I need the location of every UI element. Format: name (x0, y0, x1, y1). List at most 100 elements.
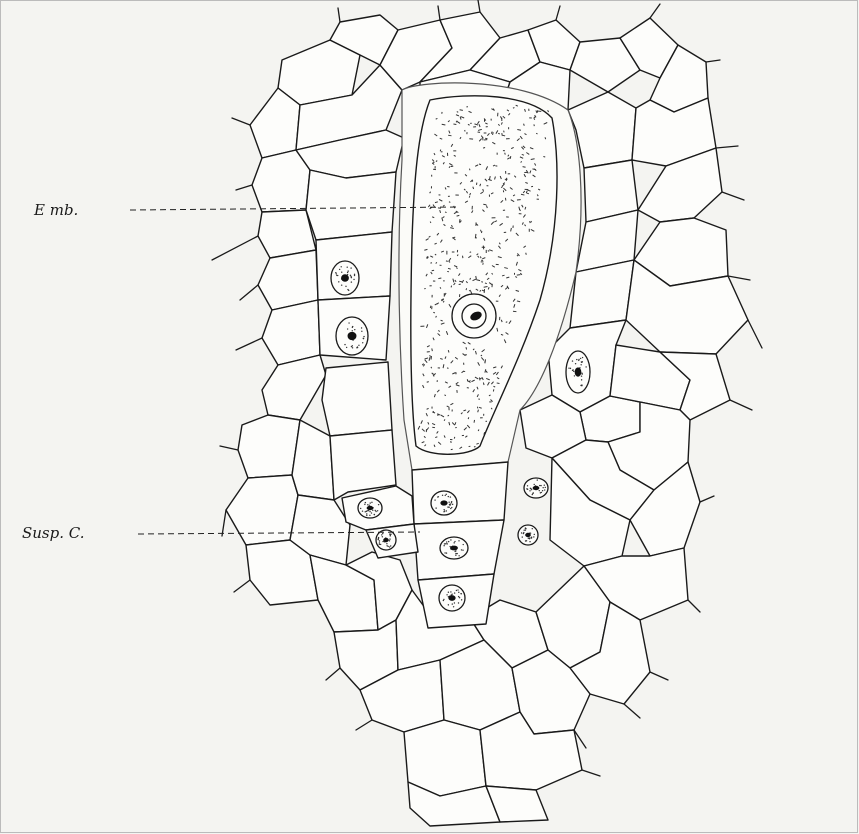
chromatin-speck (522, 536, 523, 537)
chromatin-speck (341, 272, 342, 273)
cytoplasm-speck (505, 153, 506, 155)
chromatin-speck (346, 347, 347, 348)
cytoplasm-speck (536, 133, 537, 134)
chromatin-speck (339, 269, 340, 270)
cytoplasm-speck (522, 154, 524, 155)
chromatin-speck (525, 529, 526, 530)
chromatin-speck (386, 543, 387, 544)
cytoplasm-speck (485, 138, 487, 139)
suspensor-cell (412, 462, 508, 524)
chromatin-speck (352, 327, 353, 328)
tissue-cell (322, 362, 392, 436)
cytoplasm-speck (449, 202, 450, 203)
tissue-cell (262, 355, 326, 420)
chromatin-speck (442, 495, 443, 496)
chromatin-speck (347, 270, 348, 271)
cytoplasm-speck (460, 110, 463, 111)
chromatin-speck (525, 540, 526, 541)
chromatin-speck (444, 510, 445, 511)
chromatin-speck (438, 496, 439, 497)
chromatin-speck (357, 347, 358, 348)
cytoplasm-speck (483, 204, 486, 205)
cytoplasm-speck (436, 118, 438, 119)
chromatin-speck (461, 549, 462, 550)
chromatin-speck (446, 594, 447, 595)
chromatin-speck (446, 541, 447, 542)
cytoplasm-speck (510, 156, 511, 159)
label-embryo: E mb. (33, 201, 460, 219)
nucleolus (341, 274, 349, 281)
chromatin-speck (451, 507, 452, 508)
chromatin-speck (581, 379, 582, 380)
chromatin-speck (533, 492, 534, 493)
nucleolus (448, 595, 455, 601)
tissue-cell (238, 415, 300, 478)
chromatin-speck (351, 346, 352, 347)
cytoplasm-speck (497, 383, 500, 384)
chromatin-speck (365, 502, 366, 503)
cytoplasm-speck (524, 124, 525, 126)
cytoplasm-speck (502, 275, 505, 276)
chromatin-speck (362, 510, 363, 511)
chromatin-speck (534, 534, 535, 535)
chromatin-speck (581, 385, 582, 386)
chromatin-speck (458, 602, 459, 603)
chromatin-speck (446, 543, 447, 544)
chromatin-speck (454, 592, 455, 593)
chromatin-speck (363, 338, 364, 339)
chromatin-speck (370, 502, 371, 503)
chromatin-speck (448, 496, 449, 497)
chromatin-speck (336, 275, 337, 276)
chromatin-speck (454, 551, 455, 552)
chromatin-speck (581, 361, 582, 362)
cell-nucleus (376, 530, 396, 550)
chromatin-speck (456, 590, 457, 591)
embryo-nucleus (452, 294, 496, 338)
chromatin-speck (456, 553, 457, 554)
chromatin-speck (354, 329, 355, 330)
cytoplasm-speck (445, 212, 447, 213)
chromatin-speck (582, 357, 583, 358)
cytoplasm-speck (466, 288, 467, 290)
chromatin-speck (353, 279, 354, 280)
nucleolus (575, 367, 582, 376)
chromatin-speck (527, 489, 528, 490)
chromatin-speck (570, 368, 571, 369)
chromatin-speck (458, 592, 459, 593)
embryo (411, 96, 557, 454)
chromatin-speck (366, 513, 367, 514)
cytoplasm-speck (483, 382, 484, 385)
chromatin-speck (371, 502, 372, 503)
chromatin-speck (462, 550, 463, 551)
cytoplasm-speck (480, 256, 481, 258)
cell-nucleus (358, 498, 382, 518)
cytoplasm-speck (440, 287, 441, 288)
chromatin-speck (382, 536, 383, 537)
cytoplasm-speck (470, 278, 471, 280)
chromatin-speck (434, 499, 435, 500)
chromatin-speck (453, 542, 454, 543)
chromatin-speck (454, 541, 455, 542)
chromatin-speck (539, 490, 540, 491)
chromatin-speck (380, 544, 381, 545)
chromatin-speck (572, 369, 573, 370)
cytoplasm-speck (427, 382, 429, 383)
cytoplasm-speck (470, 252, 471, 253)
chromatin-speck (362, 342, 363, 343)
chromatin-speck (545, 487, 546, 488)
chromatin-speck (358, 345, 359, 346)
cytoplasm-speck (459, 281, 462, 282)
tissue-cell (250, 88, 300, 158)
chromatin-speck (369, 511, 370, 512)
chromatin-speck (446, 510, 447, 511)
tissue-cell (404, 720, 486, 796)
chromatin-speck (375, 511, 376, 512)
cytoplasm-speck (545, 137, 546, 139)
cytoplasm-speck (444, 395, 445, 396)
chromatin-speck (364, 504, 365, 505)
chromatin-speck (368, 504, 369, 505)
cell-nucleus (439, 585, 465, 611)
nucleolus (450, 546, 458, 551)
cytoplasm-speck (430, 306, 431, 308)
chromatin-speck (344, 344, 345, 345)
